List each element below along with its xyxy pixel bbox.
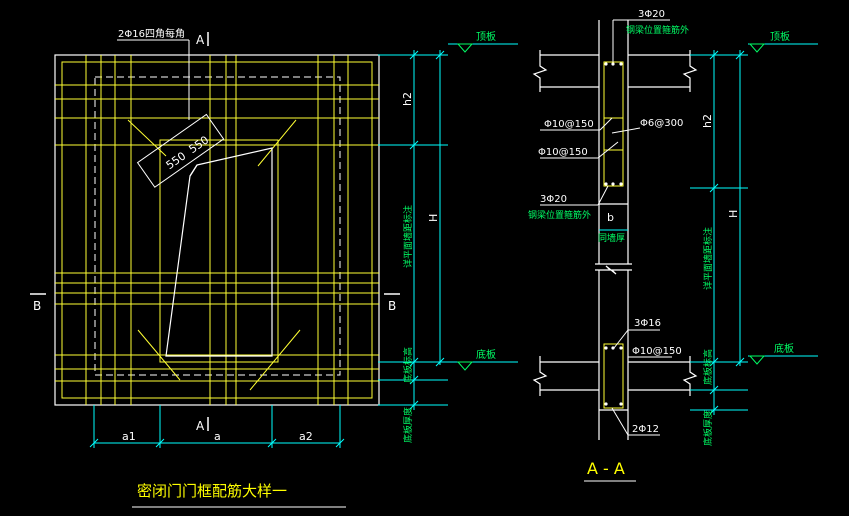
door-opening-outline — [165, 147, 273, 357]
section-outline — [532, 20, 698, 440]
section-title: A - A — [587, 459, 625, 478]
section-B-right: B — [388, 299, 396, 313]
dim-550-box: 550 550 — [136, 113, 225, 188]
level-top: 顶板 — [476, 30, 496, 43]
label-corner-rebar: 2Φ16四角每角 — [118, 27, 185, 40]
rebar-phi6: Φ6@300 — [640, 118, 683, 129]
rebar-phi10-1: Φ10@150 — [544, 119, 594, 130]
dim-H: H — [427, 214, 440, 222]
section-dim-H: H — [727, 210, 740, 218]
note-top: 钢梁位置箍筋外 — [626, 24, 689, 36]
dim-a: a — [214, 430, 221, 443]
left-elevation: 550 550 2Φ16四角每角 A A B B a1 a — [30, 27, 518, 508]
wall-outline — [54, 54, 380, 406]
section-note-wall-distance: 详平面墙距标注 — [702, 227, 714, 290]
section-dimension — [690, 43, 818, 415]
dim-550-a: 550 — [164, 149, 189, 172]
rebar-grid — [55, 55, 379, 405]
rebar-phi10-3: Φ10@150 — [632, 346, 682, 357]
rebar-mid: 3Φ20 — [540, 194, 567, 205]
section-note-floor: 底板厚度 — [702, 410, 714, 446]
rebar-top: 3Φ20 — [638, 9, 665, 20]
dim-550-b: 550 — [187, 133, 212, 156]
rebar-phi10-2: Φ10@150 — [538, 147, 588, 158]
note-wall-thick: 同墙厚 — [598, 232, 625, 244]
note-mid: 钢梁位置箍筋外 — [528, 209, 591, 221]
drawing-title: 密闭门门框配筋大样一 — [137, 482, 287, 500]
rebar-2phi12: 2Φ12 — [632, 424, 659, 435]
section-B-left: B — [33, 299, 41, 313]
note-floor: 底板厚度 — [402, 407, 414, 443]
rebar-3phi16: 3Φ16 — [634, 318, 661, 329]
dim-a1: a1 — [122, 430, 136, 443]
section-level-marker-bottom — [748, 355, 766, 365]
note-wall-distance: 详平面墙距标注 — [402, 205, 414, 268]
dim-b: b — [607, 211, 614, 224]
dim-a2: a2 — [299, 430, 313, 443]
right-section: 3Φ20 钢梁位置箍筋外 Φ10@150 Φ6@300 Φ10@150 3Φ20… — [528, 9, 818, 482]
section-level-top: 顶板 — [770, 30, 790, 43]
level-marker-top — [456, 43, 474, 53]
section-leaders — [540, 19, 672, 436]
dim-h2: h2 — [401, 92, 414, 106]
section-A-top: A — [196, 33, 205, 47]
note-bottom-level: 底板标高 — [402, 347, 414, 383]
section-level-marker-top — [748, 43, 766, 53]
level-marker-bottom — [456, 361, 474, 371]
rebar-dots — [604, 62, 623, 406]
section-level-bottom: 底板 — [774, 342, 794, 355]
dashed-boundary — [94, 76, 341, 376]
level-bottom: 底板 — [476, 348, 496, 361]
bottom-dimension — [89, 405, 345, 448]
section-A-bottom: A — [196, 419, 205, 433]
section-dim-h2: h2 — [701, 114, 714, 128]
section-note-bottom-level: 底板标高 — [702, 349, 714, 385]
right-dimension — [378, 43, 518, 410]
